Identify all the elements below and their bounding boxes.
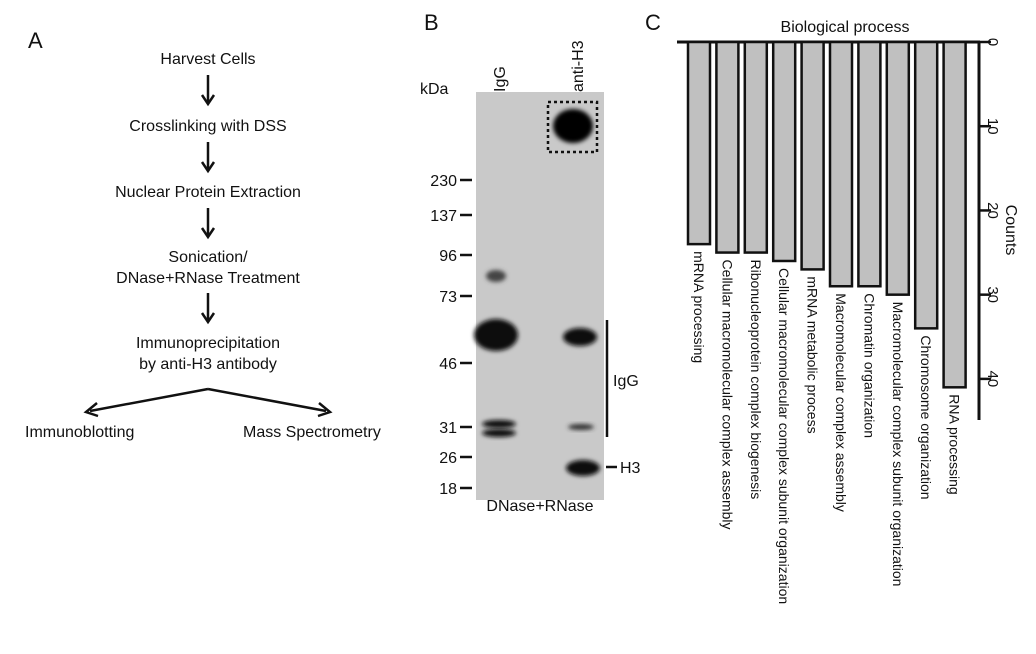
flow-step-crosslinking: Crosslinking with DSS bbox=[129, 118, 286, 135]
bar-macromolecular-complex-assembly bbox=[828, 40, 854, 288]
bar-label-macromolecular-complex-assembly: Macromolecular complex assembly bbox=[833, 293, 849, 512]
bar-label-cellular-macromolecular-complex-subunit-organization: Cellular macromolecular complex subunit … bbox=[776, 268, 792, 604]
bar-chromosome-organization bbox=[913, 40, 939, 330]
marker-46: 46 bbox=[439, 356, 457, 373]
bar-label-chromosome-organization: Chromosome organization bbox=[918, 335, 934, 499]
marker-31: 31 bbox=[439, 420, 457, 437]
band-anti-h3-light-chain bbox=[568, 424, 594, 430]
flow-step-immunoprecipitation: Immunoprecipitation bbox=[136, 335, 280, 352]
bar-rna-processing bbox=[942, 40, 967, 389]
bar-labels-layer: mRNA processing Cellular macromolecular c… bbox=[691, 251, 963, 604]
flow-step-harvest: Harvest Cells bbox=[160, 51, 255, 68]
igg-bracket-label: IgG bbox=[613, 373, 639, 390]
bar-label-mrna-metabolic-process: mRNA metabolic process bbox=[805, 276, 821, 433]
marker-137: 137 bbox=[430, 208, 457, 225]
bar-chromatin-organization bbox=[857, 40, 882, 288]
band-igg-heavy-chain bbox=[474, 319, 518, 351]
flow-arrow-1 bbox=[200, 75, 216, 107]
ytick-label-40: 40 bbox=[984, 371, 1001, 388]
ytick-label-0: 0 bbox=[984, 38, 1001, 46]
chart-title: Biological process bbox=[781, 19, 910, 36]
bar-cellular-macromolecular-complex-assembly bbox=[715, 40, 740, 254]
bar-label-cellular-macromolecular-complex-assembly: Cellular macromolecular complex assembly bbox=[719, 260, 735, 530]
bars-layer bbox=[686, 40, 967, 389]
flow-arrow-2 bbox=[200, 142, 216, 174]
flow-arrow-3 bbox=[200, 208, 216, 240]
band-igg-light-chain-2 bbox=[482, 429, 516, 437]
panel-b-letter: B bbox=[424, 10, 439, 35]
marker-230: 230 bbox=[430, 173, 457, 190]
panel-a: A Harvest Cells Crosslinking with DSS Nu… bbox=[25, 28, 381, 441]
bar-mrna-processing bbox=[686, 40, 712, 246]
flow-step-antibody: by anti-H3 antibody bbox=[139, 356, 277, 373]
bar-cellular-macromolecular-complex-subunit-organization bbox=[771, 40, 797, 263]
bar-macromolecular-complex-subunit-organization bbox=[885, 40, 911, 296]
flow-step-sonication: Sonication/ bbox=[168, 249, 248, 266]
h3-band-label: H3 bbox=[620, 460, 641, 477]
band-igg-80kda bbox=[486, 270, 506, 282]
bar-label-mrna-processing: mRNA processing bbox=[691, 251, 707, 363]
highlight-box bbox=[546, 100, 599, 154]
marker-73: 73 bbox=[439, 289, 457, 306]
lane-label-igg: IgG bbox=[492, 66, 509, 92]
chart-ylabel: Counts bbox=[1002, 205, 1019, 256]
bar-label-rna-processing: RNA processing bbox=[947, 394, 963, 494]
kda-unit-label: kDa bbox=[420, 81, 449, 98]
panel-c: C Biological process Counts 0 10 20 30 40 mR… bbox=[645, 10, 1019, 604]
panel-b: B IgG anti-H3 kDa 230 137 96 73 bbox=[420, 10, 641, 515]
band-anti-h3-heavy-chain bbox=[563, 328, 597, 346]
band-h3 bbox=[566, 460, 600, 476]
marker-26: 26 bbox=[439, 450, 457, 467]
gel-footer-label: DNase+RNase bbox=[486, 498, 593, 515]
bar-ribonucleoprotein-complex-biogenesis bbox=[743, 40, 769, 254]
marker-18: 18 bbox=[439, 481, 457, 498]
flow-step-nuclear-extraction: Nuclear Protein Extraction bbox=[115, 184, 301, 201]
lane-label-anti-h3: anti-H3 bbox=[570, 40, 587, 92]
band-anti-h3-crosslinked bbox=[553, 109, 593, 143]
bar-mrna-metabolic-process bbox=[800, 40, 825, 271]
blot-bands bbox=[474, 109, 600, 476]
marker-ladder: 230 137 96 73 46 31 26 18 bbox=[430, 173, 472, 498]
marker-96: 96 bbox=[439, 248, 457, 265]
flow-arrow-4 bbox=[200, 293, 216, 325]
bar-label-ribonucleoprotein-complex-biogenesis: Ribonucleoprotein complex biogenesis bbox=[748, 260, 764, 500]
panel-a-letter: A bbox=[28, 28, 43, 53]
flow-branch-arrows bbox=[83, 387, 333, 418]
western-blot-membrane bbox=[476, 92, 604, 500]
branch-immunoblotting: Immunoblotting bbox=[25, 424, 134, 441]
band-igg-light-chain-1 bbox=[482, 420, 516, 428]
panel-c-letter: C bbox=[645, 10, 661, 35]
ytick-label-30: 30 bbox=[984, 286, 1001, 303]
branch-mass-spectrometry: Mass Spectrometry bbox=[243, 424, 381, 441]
bar-label-macromolecular-complex-subunit-organization: Macromolecular complex subunit organizat… bbox=[890, 302, 906, 587]
ytick-label-10: 10 bbox=[984, 118, 1001, 135]
ytick-label-20: 20 bbox=[984, 202, 1001, 219]
bar-label-chromatin-organization: Chromatin organization bbox=[861, 293, 877, 438]
ticks-layer: 0 10 20 30 40 bbox=[979, 38, 1001, 387]
flow-step-dnase-treatment: DNase+RNase Treatment bbox=[116, 270, 300, 287]
